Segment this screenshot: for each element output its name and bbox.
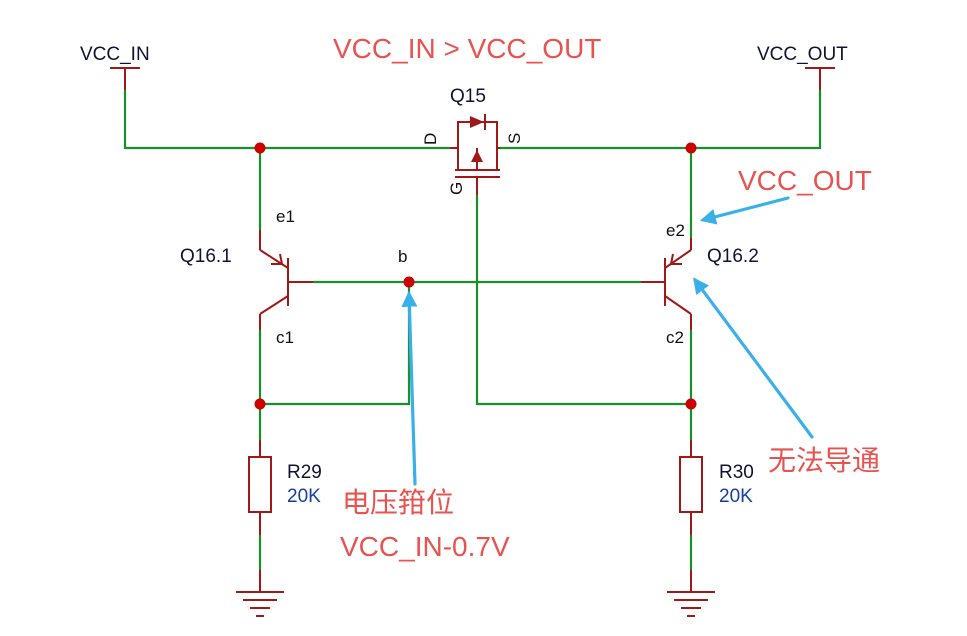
r29-value: 20K <box>287 486 321 507</box>
clamp-value-annotation: VCC_IN-0.7V <box>340 531 510 562</box>
arrow-to-base <box>401 290 418 486</box>
q16-1-ref: Q16.1 <box>180 246 232 267</box>
mosfet-pin-d: D <box>421 133 440 145</box>
title-annotation: VCC_IN > VCC_OUT <box>333 33 601 64</box>
junction-dots <box>254 142 697 410</box>
mosfet-pin-g: G <box>447 182 466 195</box>
gate-wire <box>475 195 691 406</box>
arrow-to-e2 <box>699 196 790 225</box>
q16-2-collector: c2 <box>666 328 684 347</box>
transistor-q16-1: Q16.1 e1 c1 <box>180 148 313 404</box>
r30-value: 20K <box>719 486 753 507</box>
top-wires <box>123 90 822 150</box>
vcc-out-label: VCC_OUT <box>757 44 848 65</box>
vcc-in-port: VCC_IN <box>80 44 150 90</box>
q16-1-collector: c1 <box>276 328 294 347</box>
resistor-r30: R30 20K <box>679 404 754 570</box>
no-conduct-annotation: 无法导通 <box>768 444 880 477</box>
q16-2-emitter: e2 <box>666 221 685 240</box>
q15-ref: Q15 <box>450 86 486 107</box>
r30-ref: R30 <box>719 462 754 483</box>
resistor-r29: R29 20K <box>248 404 322 570</box>
ground-right-icon <box>667 570 715 617</box>
ground-left-icon <box>236 570 284 617</box>
q16-1-emitter: e1 <box>276 207 295 226</box>
clamp-annotation: 电压箝位 <box>342 486 454 519</box>
arrow-to-q16-2 <box>693 277 814 439</box>
vcc-in-label: VCC_IN <box>80 44 150 65</box>
r29-ref: R29 <box>287 462 322 483</box>
mosfet-pin-s: S <box>505 133 524 144</box>
vcc-out-annotation: VCC_OUT <box>738 165 872 196</box>
q16-2-ref: Q16.2 <box>707 246 759 267</box>
mosfet-q15: Q15 D S G <box>421 86 524 195</box>
vcc-out-port: VCC_OUT <box>757 44 848 90</box>
base-node-label: b <box>398 247 407 266</box>
transistor-q16-2: Q16.2 e2 c2 <box>641 148 759 404</box>
